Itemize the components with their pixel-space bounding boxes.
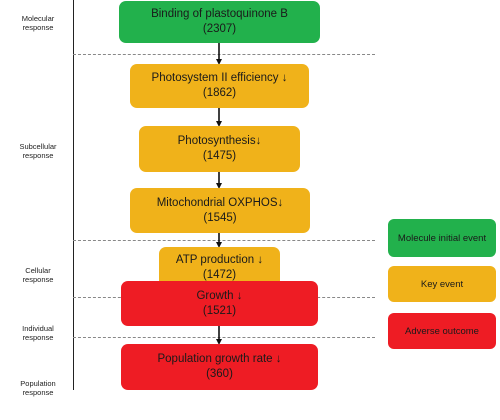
event-title: Mitochondrial OXPHOS↓ [156,196,284,209]
event-box-population-growth-rate: Population growth rate ↓ (360) [121,344,318,390]
level-label-individual: Individual response [22,324,54,342]
event-box-photosynthesis: Photosynthesis↓ (1475) [139,126,300,172]
event-box-binding-of-plastoquinone-b: Binding of plastoquinone B (2307) [119,1,320,43]
level-separator-subcellular [73,240,375,241]
event-id: (1475) [202,150,237,162]
event-title: Photosynthesis↓ [177,135,262,147]
level-label-molecular: Molecular response [21,14,55,32]
event-title: Growth ↓ [196,289,243,302]
level-label-cellular: Cellular response [22,266,54,284]
event-id: (1521) [202,304,237,317]
event-id: (1472) [202,269,237,281]
event-box-photosystem-ii-efficiency: Photosystem II efficiency ↓ (1862) [130,64,309,108]
event-id: (360) [206,368,233,380]
event-id: (2307) [202,23,237,35]
event-box-mitochondrial-oxphos: Mitochondrial OXPHOS↓ (1545) [130,188,310,233]
level-separator-individual [73,337,375,338]
level-label-population: Population response [20,379,56,397]
legend-adverse-outcome: Adverse outcome [388,313,496,349]
legend-molecule-initial-event: Molecule initial event [388,219,496,257]
event-id: (1862) [202,87,237,99]
level-label-subcellular: Subcellular response [19,142,57,160]
legend-key-event: Key event [388,266,496,302]
event-title: Photosystem II efficiency ↓ [151,72,288,84]
event-title: ATP production ↓ [175,254,264,266]
event-id: (1545) [203,211,237,224]
level-separator-molecular [73,54,375,55]
event-title: Population growth rate ↓ [157,353,282,365]
event-box-growth: Growth ↓ (1521) [121,281,318,326]
event-title: Binding of plastoquinone B [151,8,288,20]
level-divider-vertical [73,0,74,390]
